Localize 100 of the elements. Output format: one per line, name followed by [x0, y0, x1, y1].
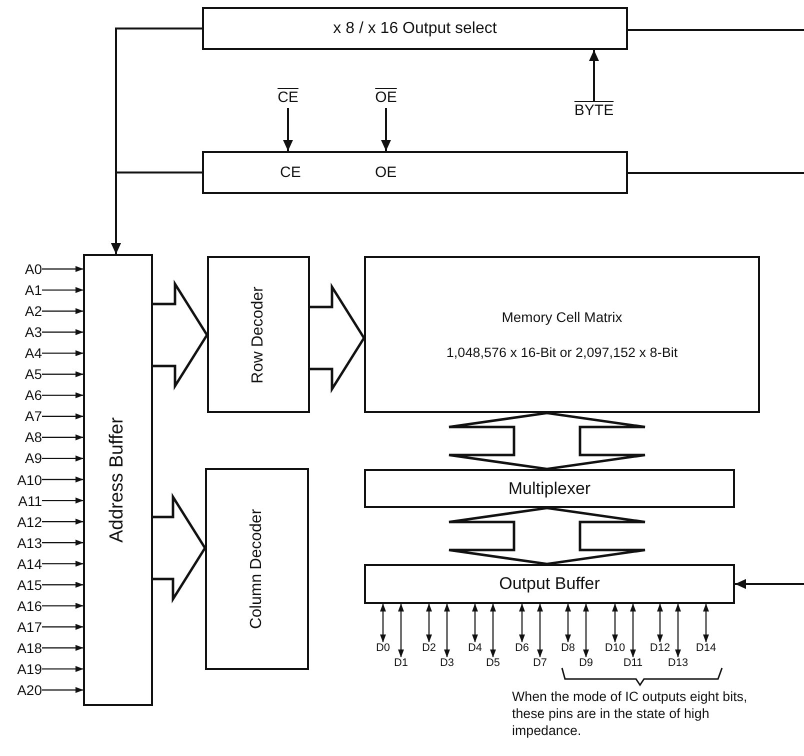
block-label: Multiplexer — [508, 478, 591, 498]
arrow — [42, 371, 84, 378]
arrow — [380, 604, 386, 642]
block-box — [364, 469, 735, 508]
arrow — [42, 666, 84, 672]
pin-label: A20 — [0, 681, 42, 699]
arrow — [589, 50, 599, 101]
block-label: Column Decoder — [248, 508, 266, 630]
pin-label: D4 — [461, 642, 489, 655]
block-label: x 8 / x 16 Output select — [333, 20, 497, 38]
block-label: 1,048,576 x 16-Bit or 2,097,152 x 8-Bit — [446, 345, 678, 360]
signal-line — [628, 29, 804, 31]
arrow — [444, 604, 450, 658]
arrow — [583, 604, 589, 658]
pin-label: D2 — [415, 642, 443, 655]
block-label: CE — [280, 164, 301, 181]
arrow — [519, 604, 525, 642]
pin-label: A18 — [0, 638, 42, 657]
pin-label: D13 — [664, 657, 692, 670]
pin-label: A5 — [0, 365, 42, 384]
signal-line — [628, 172, 804, 174]
arrow — [472, 604, 478, 642]
block-box — [202, 7, 628, 50]
block-box — [202, 151, 628, 194]
arrow — [490, 604, 496, 658]
pin-label: A7 — [0, 407, 42, 426]
pin-label: A11 — [0, 492, 42, 510]
pin-label: D1 — [387, 657, 415, 670]
arrow — [398, 604, 404, 658]
arrow — [42, 602, 84, 609]
arrow — [42, 476, 84, 482]
arrow — [703, 604, 709, 642]
arrow — [111, 172, 202, 254]
pin-label: D11 — [619, 657, 647, 670]
pin-label: A8 — [0, 428, 42, 446]
block-label: Row Decoder — [250, 286, 268, 383]
arrow — [565, 604, 571, 642]
pin-label: A9 — [0, 449, 42, 468]
arrow — [42, 413, 84, 420]
block-label: Address Buffer — [107, 417, 129, 543]
arrow — [42, 540, 84, 546]
pin-label: D7 — [526, 657, 554, 670]
arrow — [42, 329, 84, 336]
block-box — [205, 468, 309, 670]
arrow — [42, 582, 84, 588]
block-box — [83, 254, 153, 706]
pin-label: A1 — [0, 281, 42, 300]
pin-label: A0 — [0, 260, 42, 278]
pin-label: D12 — [646, 642, 674, 655]
pin-label: A19 — [0, 660, 42, 678]
arrow — [42, 350, 84, 356]
pin-label: D9 — [572, 657, 600, 670]
bus-arrow — [308, 282, 366, 394]
block-box — [364, 256, 760, 413]
pin-label: OE — [369, 88, 403, 108]
bus-arrow — [152, 280, 208, 390]
block-label: OE — [375, 164, 397, 181]
pin-label: A17 — [0, 618, 42, 636]
arrow — [735, 579, 804, 589]
pin-label: A4 — [0, 344, 42, 362]
arrow — [537, 604, 543, 658]
arrow — [42, 266, 84, 272]
note-text: When the mode of IC outputs eight bits, these pins are in the state of high impedance. — [512, 688, 748, 739]
block-box — [364, 564, 735, 604]
arrow — [42, 498, 84, 504]
pin-label: D3 — [433, 657, 461, 670]
arrow — [42, 560, 84, 567]
arrow — [283, 108, 293, 151]
arrow — [42, 644, 84, 651]
arrow — [426, 604, 432, 642]
pin-label: D8 — [554, 642, 582, 655]
arrow — [675, 604, 681, 658]
pin-label: D14 — [692, 642, 720, 655]
arrow — [657, 604, 663, 642]
bus-arrow — [448, 506, 646, 566]
arrow — [42, 287, 84, 294]
pin-label: BYTE — [568, 101, 620, 121]
pin-label: A10 — [0, 470, 42, 488]
block-label: Output Buffer — [499, 574, 600, 594]
pin-label: D0 — [369, 642, 397, 655]
arrow — [42, 455, 84, 462]
arrow — [42, 687, 84, 693]
pin-label: A14 — [0, 554, 42, 573]
arrow — [612, 604, 618, 642]
bus-arrow — [152, 492, 206, 604]
pin-label: CE — [271, 88, 305, 108]
block-box — [207, 256, 310, 413]
block-label: Memory Cell Matrix — [502, 309, 622, 325]
pin-label: A15 — [0, 576, 42, 594]
arrow — [381, 108, 391, 151]
arrow — [42, 308, 84, 314]
pin-label: A3 — [0, 323, 42, 342]
pin-label: A16 — [0, 596, 42, 615]
pin-label: A2 — [0, 302, 42, 320]
arrow — [42, 518, 84, 525]
arrow — [42, 624, 84, 630]
arrow — [42, 434, 84, 440]
pin-label: A6 — [0, 386, 42, 404]
pin-label: A13 — [0, 534, 42, 552]
bus-arrow — [448, 412, 646, 470]
